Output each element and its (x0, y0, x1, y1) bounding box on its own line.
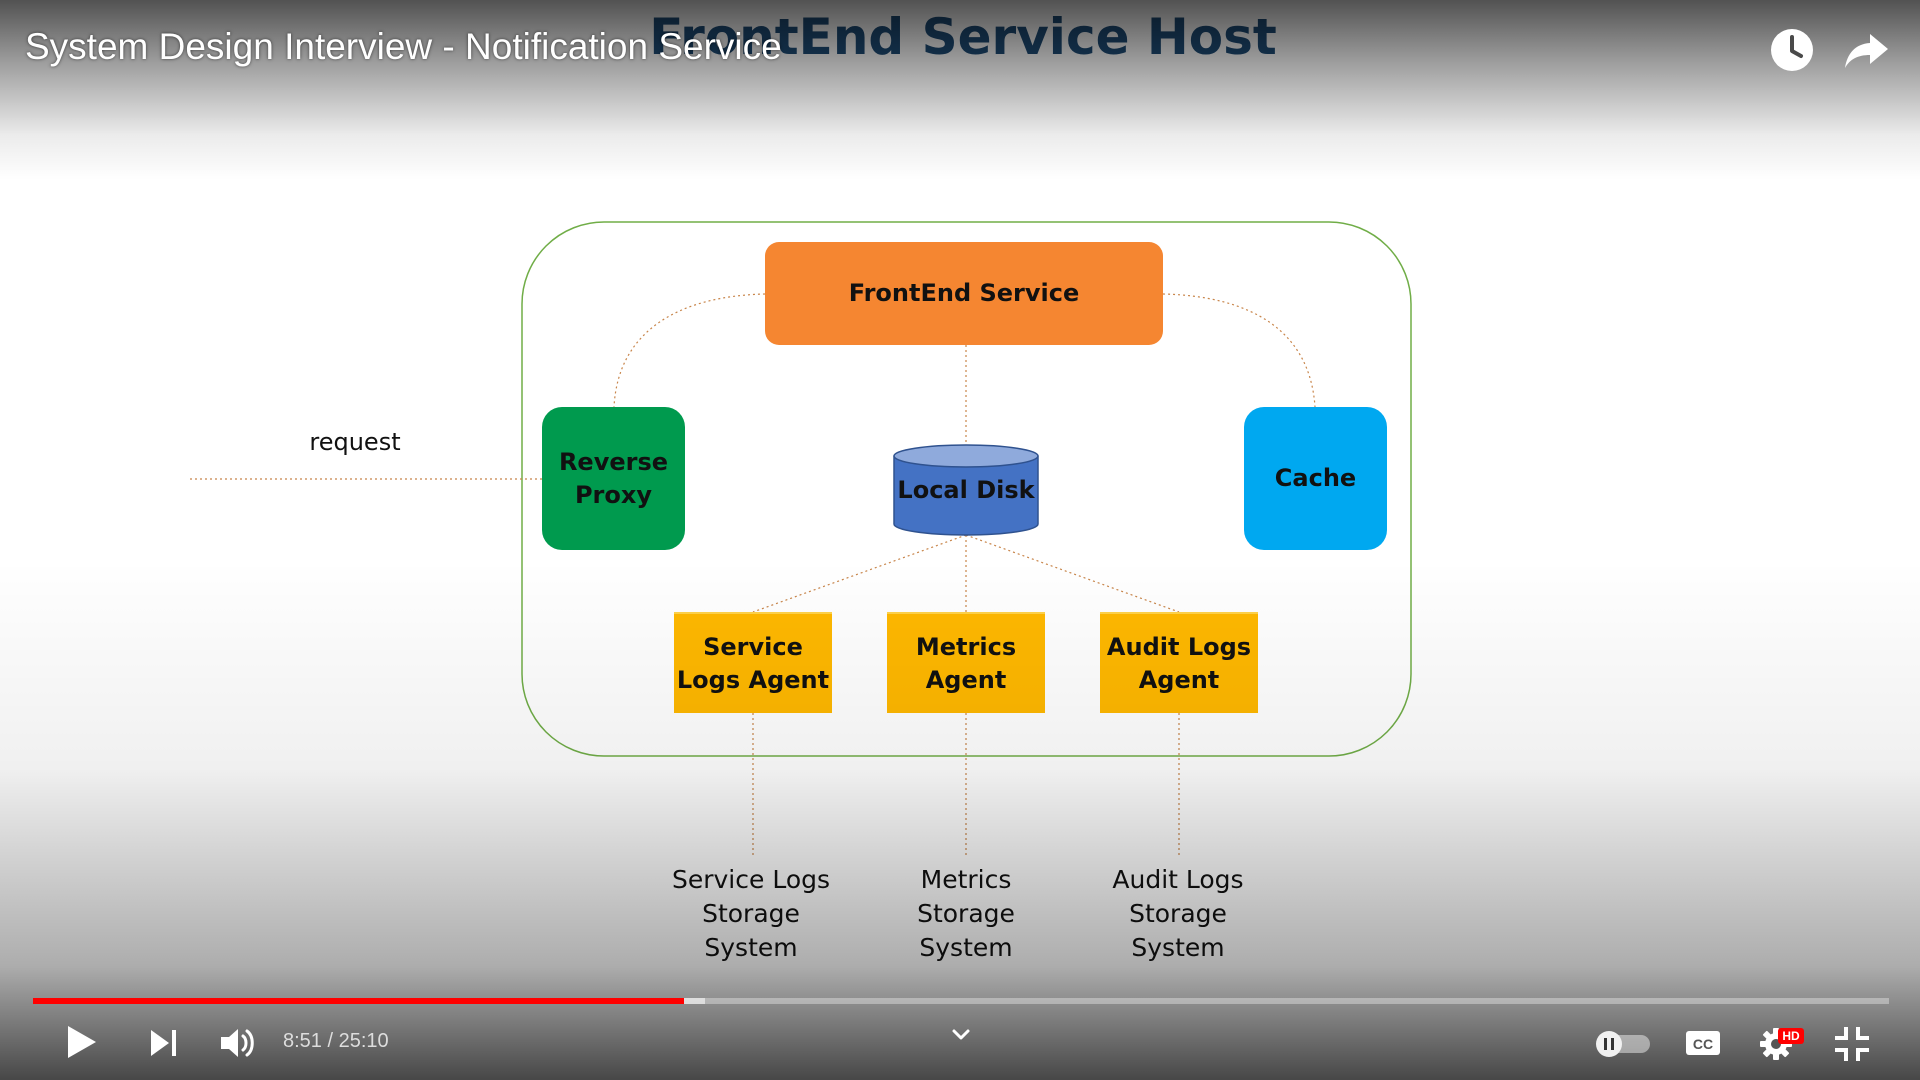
service-logs-storage-line-3: System (704, 932, 798, 962)
service-logs-storage-line-1: Service Logs (671, 865, 831, 894)
play-button[interactable] (60, 1022, 100, 1062)
metrics-agent-box: Metrics Agent (887, 612, 1045, 713)
service-logs-storage-label: Service Logs Storage System (661, 863, 841, 964)
captions-icon: CC (1686, 1031, 1720, 1055)
volume-button[interactable] (218, 1024, 258, 1062)
captions-button[interactable]: CC (1684, 1028, 1722, 1058)
connector-disk-service-agent (752, 534, 967, 613)
audit-logs-agent-line-2: Agent (1138, 665, 1220, 694)
reverse-proxy-box: Reverse Proxy (542, 407, 685, 550)
cache-box: Cache (1244, 407, 1387, 550)
autoplay-toggle[interactable] (1592, 1028, 1654, 1058)
watch-later-button[interactable] (1766, 24, 1818, 76)
service-logs-storage-line-2: Storage (702, 898, 800, 928)
service-logs-agent-line-1: Service (703, 633, 803, 662)
exit-fullscreen-button[interactable] (1832, 1024, 1872, 1064)
audit-logs-agent-box: Audit Logs Agent (1100, 612, 1258, 713)
next-icon (151, 1030, 176, 1056)
local-disk-label: Local Disk (897, 476, 1035, 504)
audit-logs-storage-line-2: Storage (1129, 898, 1227, 928)
service-logs-agent-box: Service Logs Agent (674, 612, 832, 713)
reverse-proxy-label-line-1: Reverse (558, 448, 669, 477)
audit-logs-storage-label: Audit Logs Storage System (1088, 863, 1268, 964)
hd-quality-badge: HD (1778, 1028, 1804, 1044)
chevron-down-icon (952, 1029, 970, 1040)
next-button[interactable] (147, 1026, 181, 1060)
service-logs-agent-line-2: Logs Agent (676, 665, 830, 694)
audit-logs-storage-line-1: Audit Logs (1112, 865, 1244, 894)
video-title[interactable]: System Design Interview - Notification S… (25, 26, 782, 67)
play-icon (68, 1026, 96, 1058)
metrics-agent-line-1: Metrics (915, 633, 1017, 662)
audit-logs-agent-line-1: Audit Logs (1106, 633, 1252, 662)
progress-played (33, 998, 685, 1004)
connector-disk-audit-agent (965, 534, 1180, 613)
metrics-storage-line-2: Storage (917, 898, 1015, 928)
audit-logs-storage-line-3: System (1131, 932, 1225, 962)
time-display: 8:51 / 25:10 (283, 1030, 389, 1052)
share-button[interactable] (1840, 24, 1892, 76)
local-disk-cylinder (893, 444, 1039, 536)
expand-chevron-button[interactable] (946, 1024, 976, 1046)
reverse-proxy-label-line-2: Proxy (574, 480, 653, 509)
svg-text:CC: CC (1693, 1036, 1713, 1052)
connector-frontend-proxy (613, 293, 766, 408)
metrics-storage-label: Metrics Storage System (876, 863, 1056, 964)
metrics-agent-line-2: Agent (925, 665, 1007, 694)
connector-frontend-cache (1162, 293, 1316, 408)
request-label: request (309, 428, 401, 456)
metrics-storage-line-3: System (919, 932, 1013, 962)
metrics-storage-line-1: Metrics (920, 865, 1012, 894)
progress-bar[interactable] (33, 998, 1889, 1004)
autoplay-toggle-icon (1596, 1031, 1650, 1057)
clock-icon (1771, 29, 1813, 71)
volume-icon (221, 1029, 254, 1057)
frontend-service-box: FrontEnd Service (765, 242, 1163, 345)
share-icon (1845, 34, 1888, 68)
exit-fullscreen-icon (1835, 1027, 1869, 1061)
